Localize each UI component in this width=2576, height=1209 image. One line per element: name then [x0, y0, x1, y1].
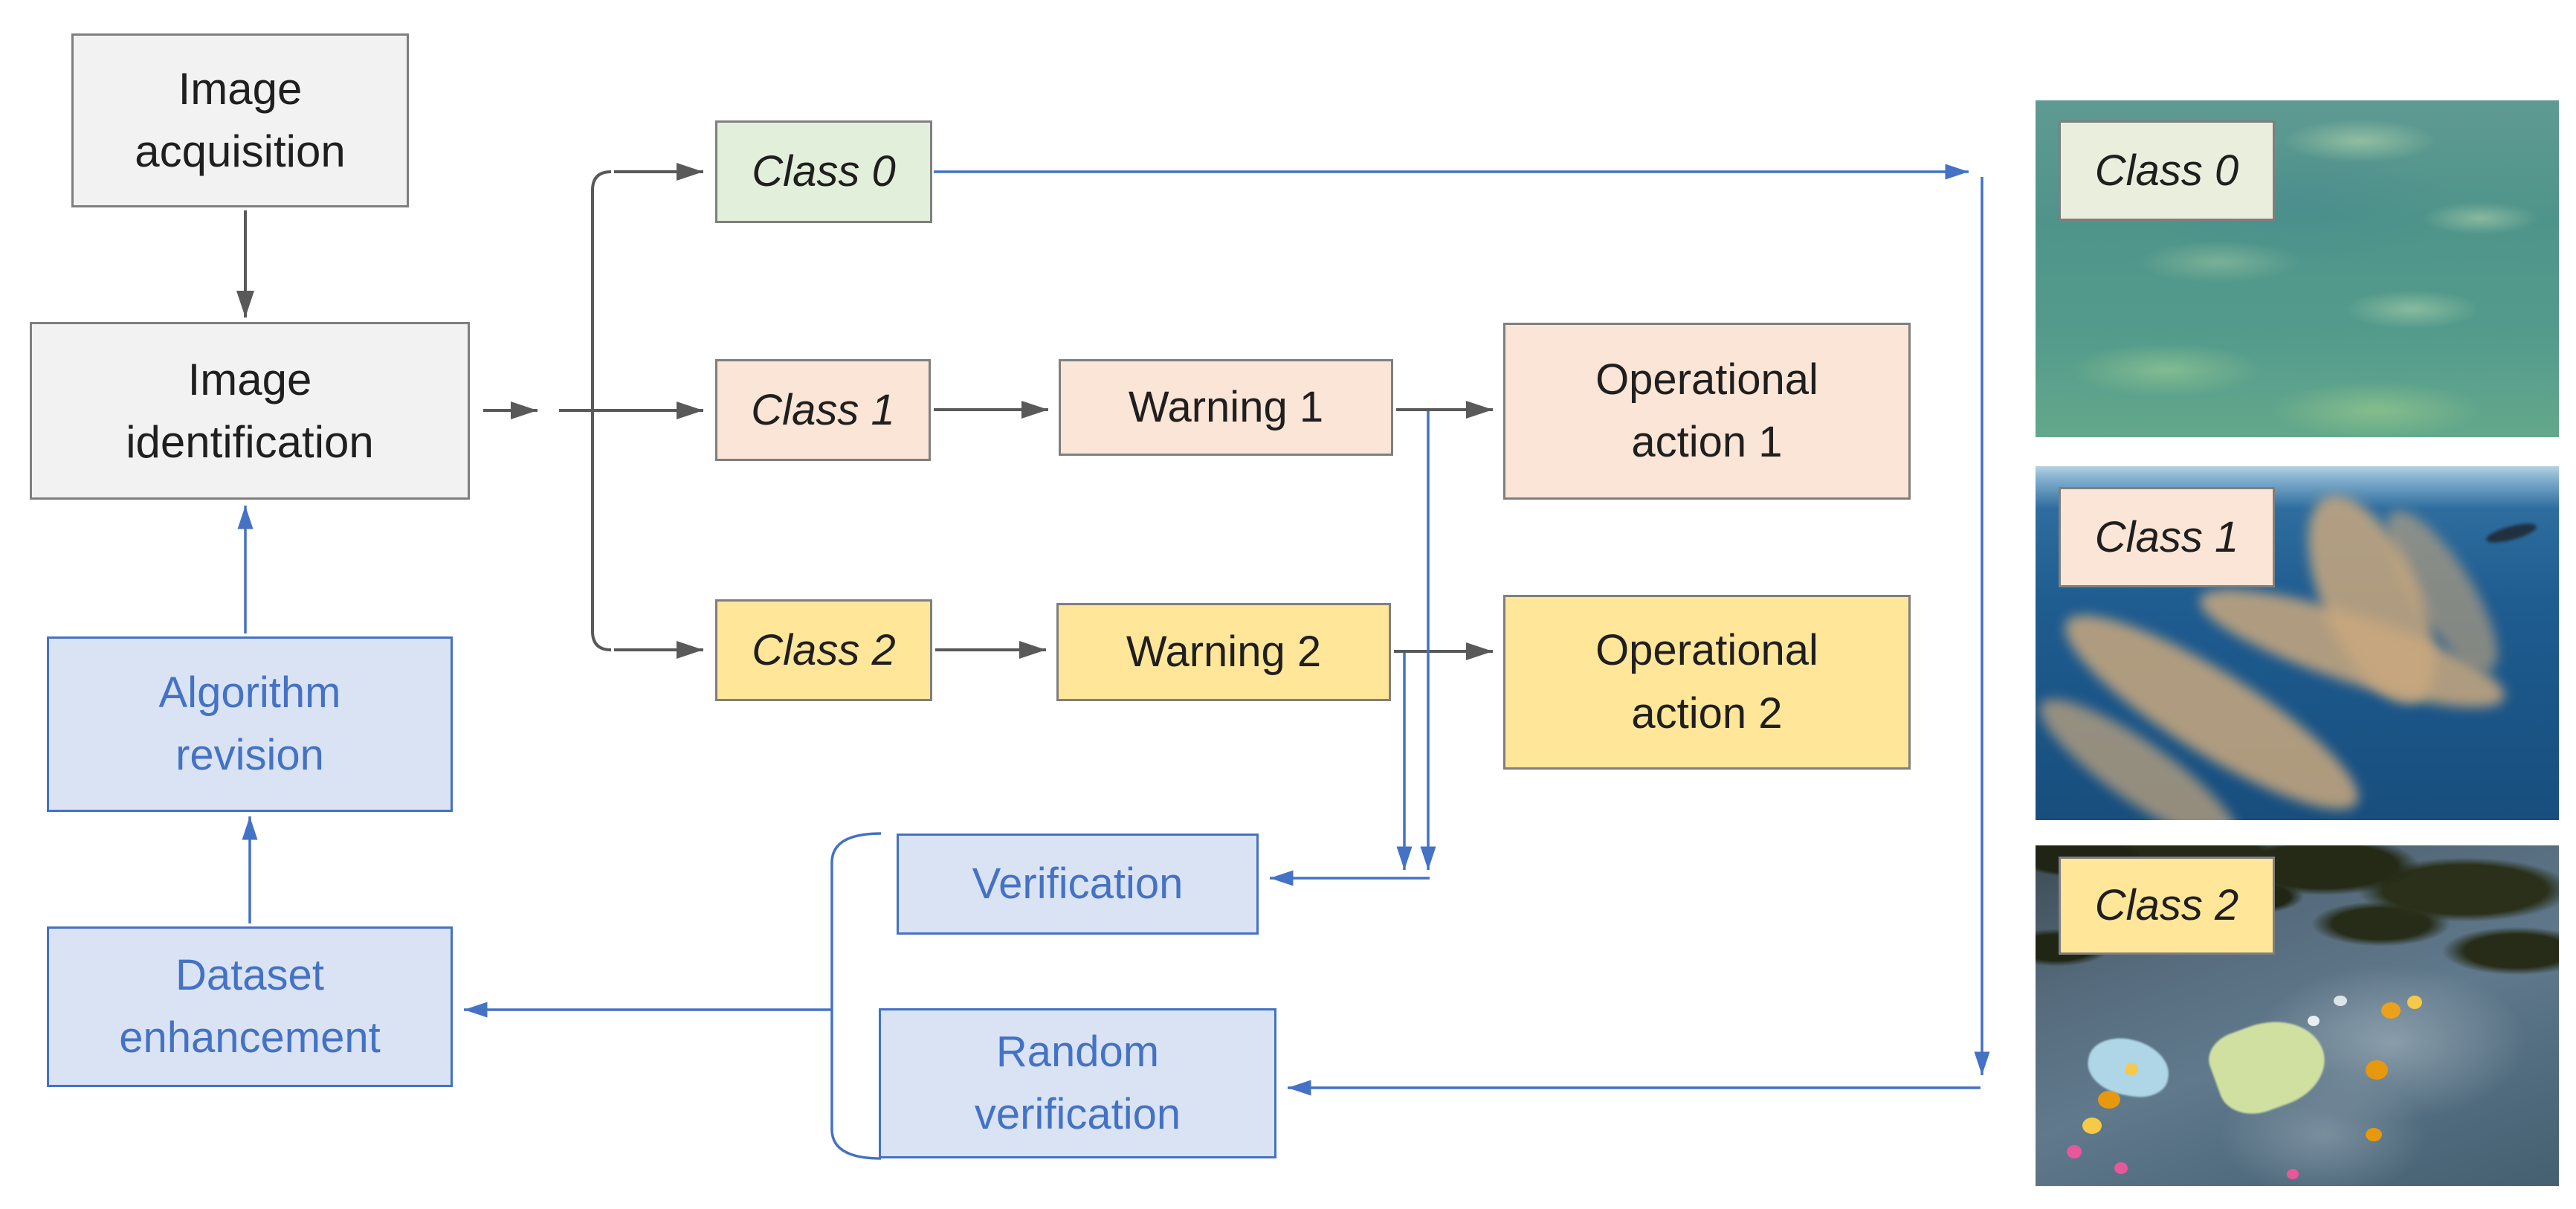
operational-action1-box: Operational action 1 — [1503, 323, 1911, 500]
class0-photo-label: Class 0 — [2059, 120, 2275, 221]
litter-dot — [2406, 995, 2422, 1009]
litter-dot — [2365, 1060, 2388, 1080]
image-identification-box: Image identification — [30, 322, 470, 500]
random-verification-box: Random verification — [879, 1008, 1276, 1158]
litter-dot — [2124, 1063, 2138, 1076]
litter-dot — [2380, 1002, 2401, 1019]
algorithm-revision-box: Algorithm revision — [47, 636, 453, 812]
litter-dot — [2365, 1128, 2382, 1142]
litter-dot — [2098, 1090, 2121, 1109]
warning1-box: Warning 1 — [1059, 359, 1393, 456]
image-acquisition-box: Image acquisition — [71, 33, 409, 207]
litter-dot — [2286, 1169, 2299, 1180]
class2-box: Class 2 — [715, 599, 932, 701]
litter-dot — [2082, 1118, 2102, 1135]
verification-bracket — [830, 832, 882, 1160]
litter-dot — [2334, 995, 2348, 1006]
warning2-box: Warning 2 — [1056, 603, 1391, 701]
litter-dot — [2067, 1145, 2082, 1159]
verification-box: Verification — [897, 834, 1259, 935]
class0-box: Class 0 — [715, 120, 932, 223]
branch-trunk — [591, 170, 612, 651]
floating-object — [2485, 520, 2539, 547]
dataset-enhancement-box: Dataset enhancement — [47, 926, 453, 1087]
operational-action2-box: Operational action 2 — [1503, 595, 1911, 770]
class1-box: Class 1 — [715, 359, 931, 461]
class2-photo-label: Class 2 — [2059, 857, 2275, 955]
class1-photo-label: Class 1 — [2059, 487, 2275, 587]
litter-dot — [2114, 1161, 2128, 1174]
litter-dot — [2308, 1016, 2320, 1026]
